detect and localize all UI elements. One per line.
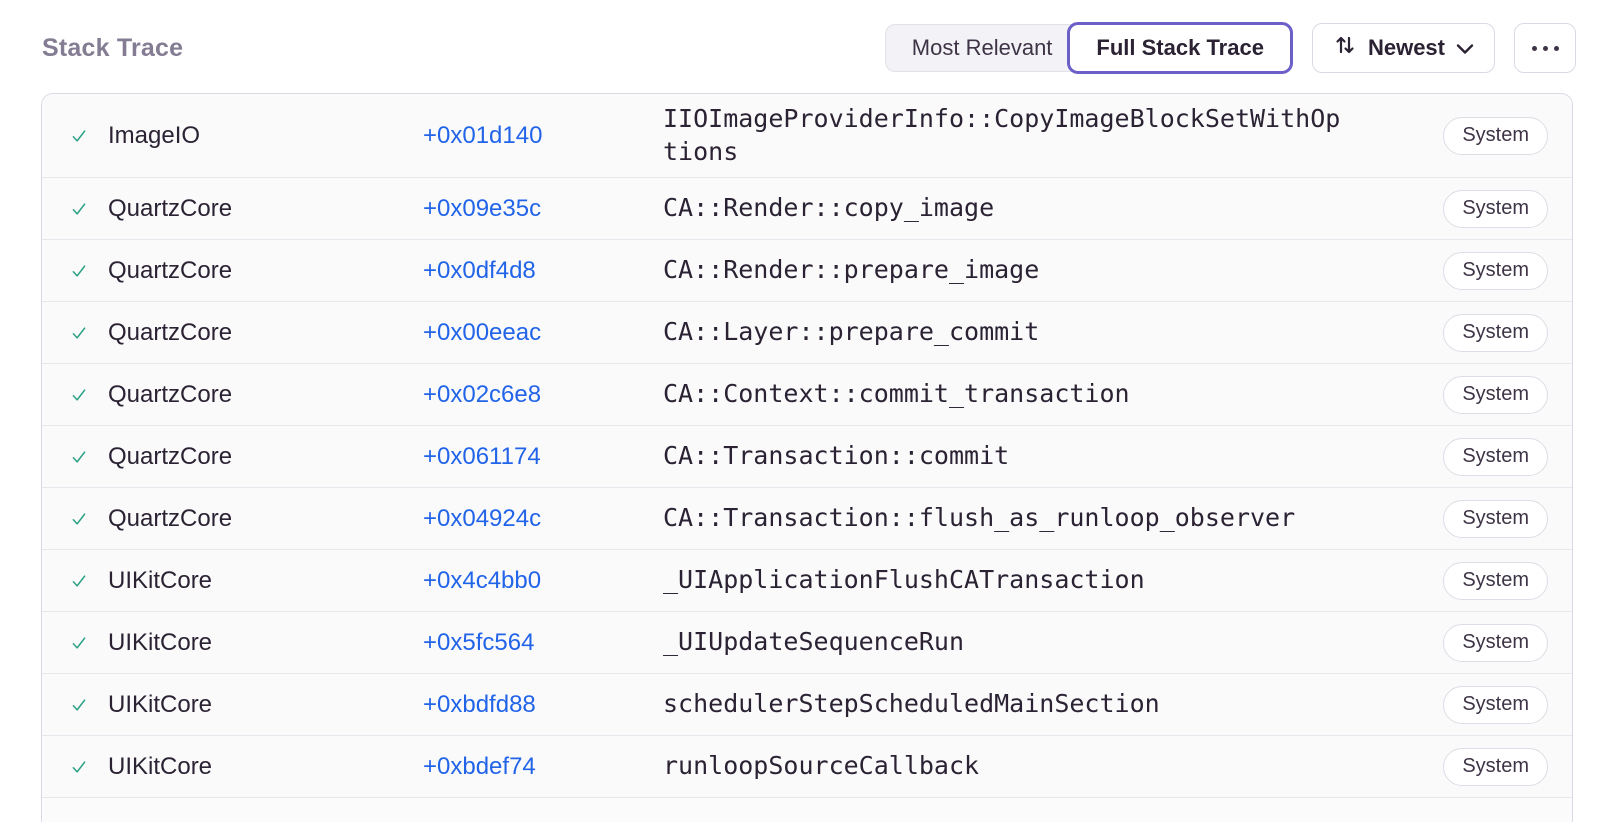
header-controls: Most Relevant Full Stack Trace Newest bbox=[884, 22, 1576, 74]
chevron-down-icon bbox=[1456, 35, 1474, 61]
system-badge: System bbox=[1443, 251, 1548, 290]
check-icon bbox=[42, 444, 88, 470]
function-name: CA::Transaction::flush_as_runloop_observ… bbox=[663, 503, 1296, 533]
check-icon bbox=[42, 258, 88, 284]
sort-label: Newest bbox=[1367, 35, 1445, 60]
table-row[interactable]: QuartzCore +0x09e35c CA::Render::copy_im… bbox=[42, 177, 1572, 239]
module-name: UIKitCore bbox=[108, 628, 213, 656]
stack-trace-table: ImageIO +0x01d140 IIOImageProviderInfo::… bbox=[41, 93, 1573, 822]
check-icon bbox=[42, 630, 88, 656]
frame-address[interactable]: +0xbdef74 bbox=[423, 752, 536, 780]
ellipsis-icon bbox=[1531, 45, 1559, 51]
sort-button[interactable]: Newest bbox=[1311, 23, 1495, 73]
module-name: QuartzCore bbox=[108, 194, 233, 222]
function-name: schedulerStepScheduledMainSection bbox=[663, 689, 1160, 719]
function-name: _UIUpdateSequenceRun bbox=[663, 627, 965, 657]
system-badge: System bbox=[1443, 375, 1548, 414]
module-name: ImageIO bbox=[108, 121, 201, 149]
view-segmented-control: Most Relevant Full Stack Trace bbox=[884, 22, 1293, 74]
module-name: QuartzCore bbox=[108, 380, 233, 408]
module-name: QuartzCore bbox=[108, 318, 233, 346]
function-name: CA::Context::commit_transaction bbox=[663, 379, 1130, 409]
frame-address[interactable]: +0x09e35c bbox=[423, 194, 542, 222]
system-badge: System bbox=[1443, 561, 1548, 600]
frame-address[interactable]: +0x00eeac bbox=[423, 318, 542, 346]
frame-address[interactable]: +0xbdfd88 bbox=[423, 690, 536, 718]
module-name: QuartzCore bbox=[108, 442, 233, 470]
table-row[interactable]: QuartzCore +0x00eeac CA::Layer::prepare_… bbox=[42, 301, 1572, 363]
table-row[interactable]: QuartzCore +0x02c6e8 CA::Context::commit… bbox=[42, 363, 1572, 425]
function-name: CA::Render::prepare_image bbox=[663, 255, 1040, 285]
check-icon bbox=[42, 692, 88, 718]
check-icon bbox=[42, 506, 88, 532]
more-options-button[interactable] bbox=[1514, 23, 1576, 73]
check-icon bbox=[42, 320, 88, 346]
check-icon bbox=[42, 754, 88, 780]
most-relevant-button[interactable]: Most Relevant bbox=[884, 24, 1084, 72]
table-row[interactable]: ImageIO +0x01d140 IIOImageProviderInfo::… bbox=[42, 94, 1572, 177]
sort-arrows-icon bbox=[1333, 33, 1357, 63]
function-name: CA::Transaction::commit bbox=[663, 441, 1010, 471]
module-name: QuartzCore bbox=[108, 256, 233, 284]
function-name: _UIApplicationFlushCATransaction bbox=[663, 565, 1145, 595]
frame-address[interactable]: +0x0df4d8 bbox=[423, 256, 536, 284]
system-badge: System bbox=[1443, 685, 1548, 724]
frame-address[interactable]: +0x02c6e8 bbox=[423, 380, 542, 408]
frame-address[interactable]: +0x4c4bb0 bbox=[423, 566, 542, 594]
table-row[interactable]: UIKitCore +0x4c4bb0 _UIApplicationFlushC… bbox=[42, 549, 1572, 611]
table-row[interactable]: UIKitCore +0xbdef74 runloopSourceCallbac… bbox=[42, 735, 1572, 797]
function-name: IIOImageProviderInfo::CopyImageBlockSetW… bbox=[663, 104, 1341, 166]
system-badge: System bbox=[1443, 499, 1548, 538]
system-badge: System bbox=[1443, 747, 1548, 786]
system-badge: System bbox=[1443, 623, 1548, 662]
panel-header: Stack Trace Most Relevant Full Stack Tra… bbox=[42, 0, 1576, 96]
system-badge: System bbox=[1443, 437, 1548, 476]
module-name: UIKitCore bbox=[108, 566, 213, 594]
function-name: CA::Layer::prepare_commit bbox=[663, 317, 1040, 347]
check-icon bbox=[42, 123, 88, 149]
table-row[interactable]: UIKitCore +0xbdfd88 schedulerStepSchedul… bbox=[42, 673, 1572, 735]
full-stack-trace-button[interactable]: Full Stack Trace bbox=[1067, 22, 1293, 74]
system-badge: System bbox=[1443, 313, 1548, 352]
module-name: UIKitCore bbox=[108, 690, 213, 718]
frame-address[interactable]: +0x061174 bbox=[423, 442, 541, 470]
function-name: CA::Render::copy_image bbox=[663, 193, 995, 223]
system-badge: System bbox=[1443, 189, 1548, 228]
check-icon bbox=[42, 196, 88, 222]
table-row[interactable]: UIKitCore +0x5fc564 _UIUpdateSequenceRun… bbox=[42, 611, 1572, 673]
frame-address[interactable]: +0x5fc564 bbox=[423, 628, 535, 656]
function-name: runloopSourceCallback bbox=[663, 751, 980, 781]
frame-address[interactable]: +0x04924c bbox=[423, 504, 542, 532]
page-title: Stack Trace bbox=[42, 33, 184, 62]
check-icon bbox=[42, 568, 88, 594]
module-name: QuartzCore bbox=[108, 504, 233, 532]
check-icon bbox=[42, 382, 88, 408]
system-badge: System bbox=[1443, 116, 1548, 155]
table-row[interactable]: QuartzCore +0x061174 CA::Transaction::co… bbox=[42, 425, 1572, 487]
table-row[interactable]: QuartzCore +0x04924c CA::Transaction::fl… bbox=[42, 487, 1572, 549]
frame-address[interactable]: +0x01d140 bbox=[423, 121, 543, 149]
table-row-partial bbox=[42, 797, 1572, 822]
module-name: UIKitCore bbox=[108, 752, 213, 780]
table-row[interactable]: QuartzCore +0x0df4d8 CA::Render::prepare… bbox=[42, 239, 1572, 301]
